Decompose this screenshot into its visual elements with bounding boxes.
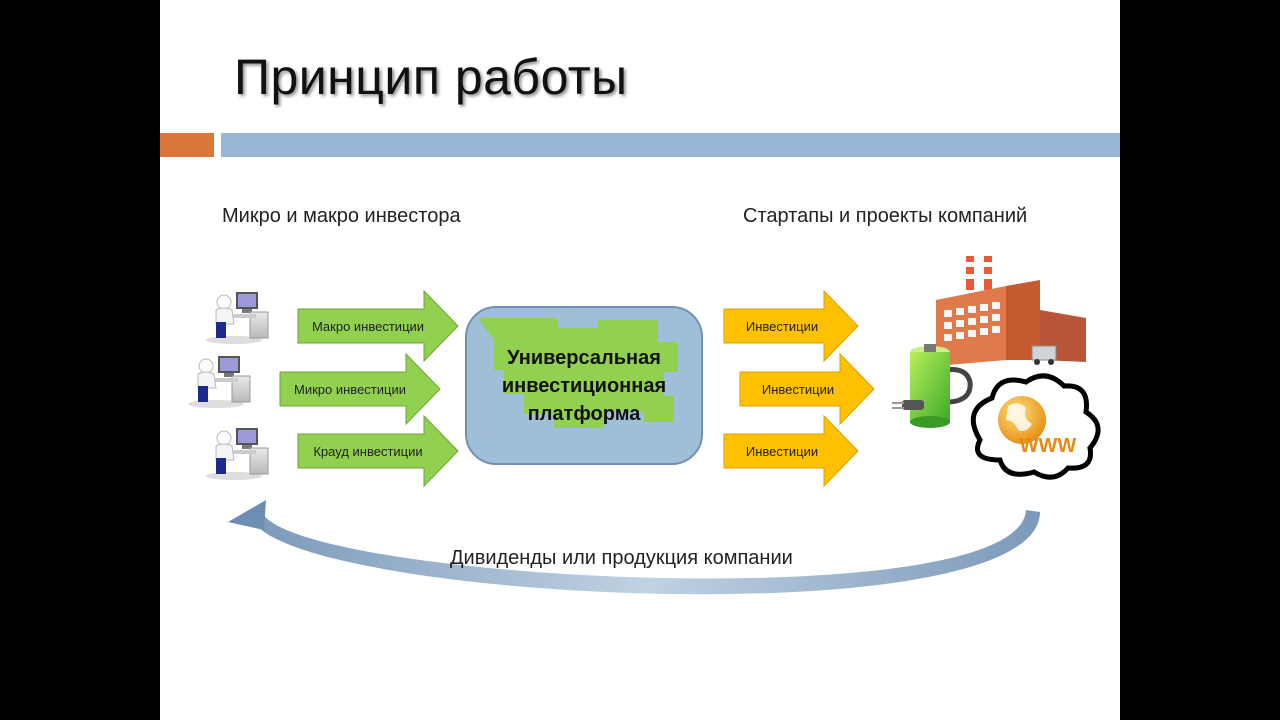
investor-at-computer-icon bbox=[206, 428, 269, 480]
arrow-label: Крауд инвестиции bbox=[313, 444, 422, 459]
macro-investment-arrow: Макро инвестиции bbox=[297, 289, 459, 363]
investment-arrow-middle: Инвестиции bbox=[739, 352, 875, 426]
investment-platform: Универсальная инвестиционная платформа bbox=[465, 306, 703, 465]
arrow-label: Макро инвестиции bbox=[312, 319, 424, 334]
arrow-label: Инвестиции bbox=[746, 319, 818, 334]
platform-line-3: платформа bbox=[528, 403, 642, 425]
projects-heading: Стартапы и проекты компаний bbox=[743, 205, 1028, 227]
slide: Принцип работы Микро и макро инвестора С… bbox=[160, 0, 1120, 720]
accent-bar-blue bbox=[221, 133, 1120, 157]
battery-plug-icon bbox=[892, 344, 973, 428]
arrow-label: Инвестиции bbox=[762, 382, 834, 397]
return-curve-arrow bbox=[228, 500, 1040, 595]
arrow-label: Инвестиции bbox=[746, 444, 818, 459]
crowd-investment-arrow: Крауд инвестиции bbox=[297, 414, 459, 488]
slide-title: Принцип работы bbox=[234, 49, 628, 105]
arrow-label: Микро инвестиции bbox=[294, 382, 406, 397]
www-lettering: WWW bbox=[1020, 435, 1077, 457]
return-label: Дивиденды или продукция компании bbox=[450, 547, 793, 569]
platform-line-1: Универсальная bbox=[507, 347, 661, 369]
investors-heading: Микро и макро инвестора bbox=[222, 205, 461, 227]
investor-at-computer-icon bbox=[188, 356, 251, 408]
accent-bar-orange bbox=[160, 133, 214, 157]
investor-at-computer-icon bbox=[206, 292, 269, 344]
investment-arrow-bottom: Инвестиции bbox=[723, 414, 859, 488]
platform-line-2: инвестиционная bbox=[502, 375, 666, 397]
factory-icon bbox=[936, 256, 1086, 366]
investment-arrow-top: Инвестиции bbox=[723, 289, 859, 363]
flow-diagram: Макро инвестиции Микро инвестиции Крауд … bbox=[188, 256, 1101, 595]
micro-investment-arrow: Микро инвестиции bbox=[279, 352, 441, 426]
globe-www-cloud-icon: WWW bbox=[970, 373, 1101, 480]
